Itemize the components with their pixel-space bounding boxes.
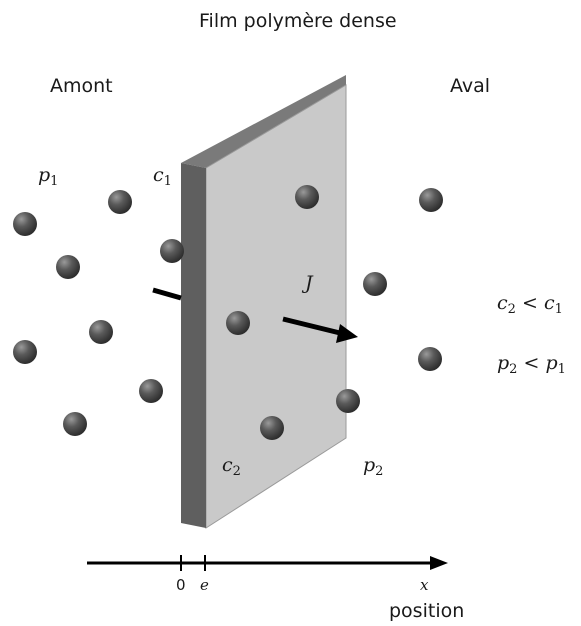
page-title: Film polymère dense — [199, 10, 397, 32]
film-thickness-edge — [181, 163, 206, 528]
molecule-sphere-icon — [336, 389, 360, 413]
axis-variable-label: x — [420, 576, 429, 594]
molecule-sphere-icon — [13, 212, 37, 236]
upstream-label: Amont — [50, 75, 113, 97]
axis-title: position — [389, 600, 465, 622]
axis-tick-0-label: 0 — [176, 576, 186, 594]
position-axis — [87, 555, 448, 571]
particles-upstream — [13, 190, 184, 436]
axis-tick-e-label: e — [200, 576, 209, 594]
axis-arrowhead — [430, 556, 448, 570]
molecule-sphere-icon — [108, 190, 132, 214]
molecule-sphere-icon — [418, 347, 442, 371]
molecule-sphere-icon — [363, 272, 387, 296]
downstream-label: Aval — [450, 75, 491, 97]
molecule-sphere-icon — [260, 416, 284, 440]
pressure-relation: p2 < p1 — [497, 352, 566, 377]
molecule-sphere-icon — [160, 239, 184, 263]
polymer-film — [181, 75, 347, 529]
molecule-sphere-icon — [63, 412, 87, 436]
particles-in-film — [226, 185, 360, 440]
molecule-sphere-icon — [419, 188, 443, 212]
molecule-sphere-icon — [295, 185, 319, 209]
molecule-sphere-icon — [139, 379, 163, 403]
concentration-c1-label: c1 — [153, 164, 172, 189]
concentration-relation: c2 < c1 — [497, 292, 563, 317]
pressure-downstream-label: p2 — [363, 454, 384, 479]
molecule-sphere-icon — [226, 311, 250, 335]
arrow-right-icon — [282, 316, 358, 343]
concentration-c2-label: c2 — [222, 454, 241, 479]
molecule-sphere-icon — [89, 320, 113, 344]
particles-downstream — [363, 188, 443, 371]
flux-label: J — [305, 272, 313, 294]
molecule-sphere-icon — [13, 340, 37, 364]
film-top-edge — [181, 75, 346, 168]
molecule-sphere-icon — [56, 255, 80, 279]
flux-arrow-upstream — [152, 287, 182, 301]
pressure-upstream-label: p1 — [38, 164, 59, 189]
